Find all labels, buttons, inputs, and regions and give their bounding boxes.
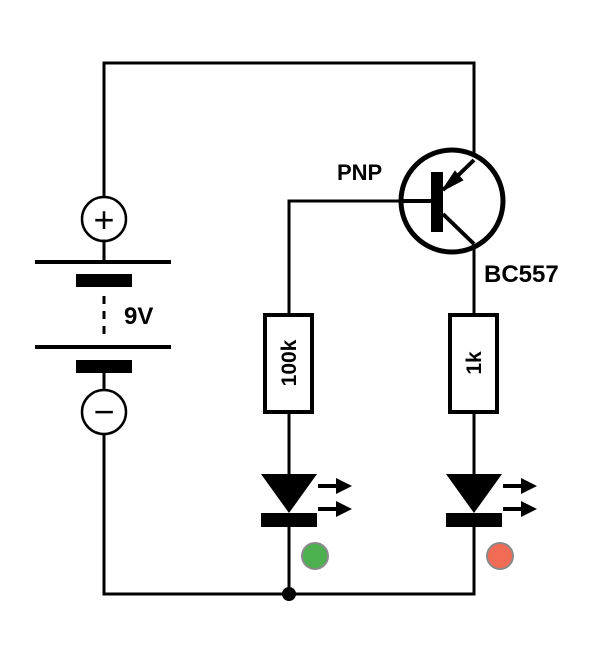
led-left-triangle (261, 474, 317, 513)
transistor-collector-lead (441, 212, 476, 246)
led-right-triangle (446, 474, 502, 513)
minus-terminal (80, 388, 128, 436)
led-right-emission-arrows-icon (503, 478, 537, 517)
bottom-wire (102, 432, 476, 596)
pnp-transistor: PNP BC557 (337, 147, 559, 288)
resistor-left-body (263, 313, 314, 414)
resistor-right-body (448, 313, 499, 414)
battery-voltage-label: 9V (124, 303, 153, 330)
top-wire (102, 61, 476, 199)
led-left (261, 474, 352, 570)
base-wire (287, 199, 405, 317)
resistor-right-value: 1k (463, 351, 486, 375)
wires (102, 61, 476, 601)
resistor-left-value: 100k (278, 339, 301, 386)
transistor-part-label: BC557 (484, 261, 559, 288)
led-right-cathode-bar (446, 513, 502, 527)
transistor-base-bar (431, 172, 443, 232)
resistor-right: 1k (448, 313, 499, 414)
led-left-cathode-bar (261, 513, 317, 527)
transistor-type-label: PNP (337, 160, 382, 185)
resistor-left: 100k (263, 313, 314, 414)
led-right (446, 474, 537, 570)
battery-cell-1-short-plate (76, 274, 132, 287)
transistor-body (398, 147, 506, 255)
battery: + − 9V (35, 195, 171, 436)
battery-cell-2-short-plate (76, 360, 132, 373)
plus-symbol: + (93, 199, 114, 240)
minus-symbol: − (93, 391, 114, 432)
led-right-indicator (486, 542, 514, 570)
junction-dot (282, 587, 296, 601)
led-left-emission-arrows-icon (318, 478, 352, 517)
led-left-indicator (301, 542, 329, 570)
emitter-arrow-icon (442, 170, 464, 191)
